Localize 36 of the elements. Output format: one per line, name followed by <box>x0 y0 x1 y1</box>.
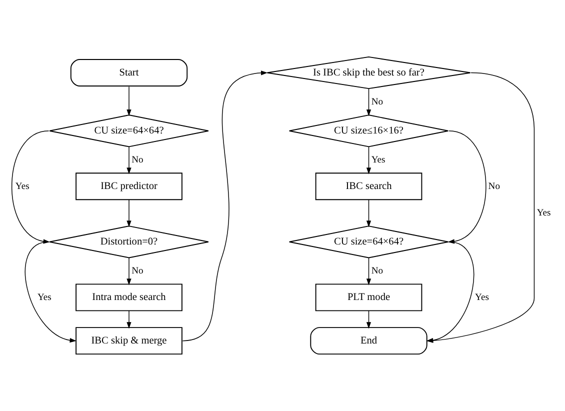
node-diamond: CU size=64×64? <box>288 226 449 258</box>
edge-label: Yes <box>15 180 30 192</box>
arrow <box>126 199 132 228</box>
arrow <box>366 146 372 174</box>
arrow <box>25 242 76 343</box>
edge-label: No <box>371 96 384 108</box>
arrow <box>182 70 268 342</box>
edge-label: No <box>371 265 384 276</box>
arrow <box>126 146 132 174</box>
arrow <box>126 310 132 329</box>
node-box: IBC search <box>315 172 422 200</box>
node-box: PLT mode <box>315 284 422 312</box>
edge-label: No <box>132 154 144 166</box>
edge-label: Yes <box>371 154 386 166</box>
node-box: Start <box>70 59 188 86</box>
node-diamond: Distortion=0? <box>49 226 209 258</box>
node-box: IBC predictor <box>76 172 182 200</box>
node-box: End <box>310 327 428 355</box>
node-diamond: CU size=64×64? <box>49 114 209 148</box>
edge-label: No <box>132 265 144 276</box>
arrow <box>426 242 474 343</box>
node-diamond: CU size≤16×16? <box>288 114 449 148</box>
arrow <box>366 310 372 329</box>
node-box: IBC skip & merge <box>76 327 182 355</box>
node-diamond: Is IBC skip the best so far? <box>266 56 471 90</box>
arrow <box>366 257 372 286</box>
arrow <box>366 199 372 228</box>
arrow <box>126 257 132 286</box>
edge-label: Yes <box>37 292 52 303</box>
edge-label: Yes <box>536 207 551 218</box>
arrow <box>366 88 372 116</box>
edge-label: No <box>488 180 500 192</box>
arrow <box>126 86 132 116</box>
arrow <box>426 72 535 343</box>
edge-label: Yes <box>475 292 489 303</box>
node-box: Intra mode search <box>76 284 182 312</box>
